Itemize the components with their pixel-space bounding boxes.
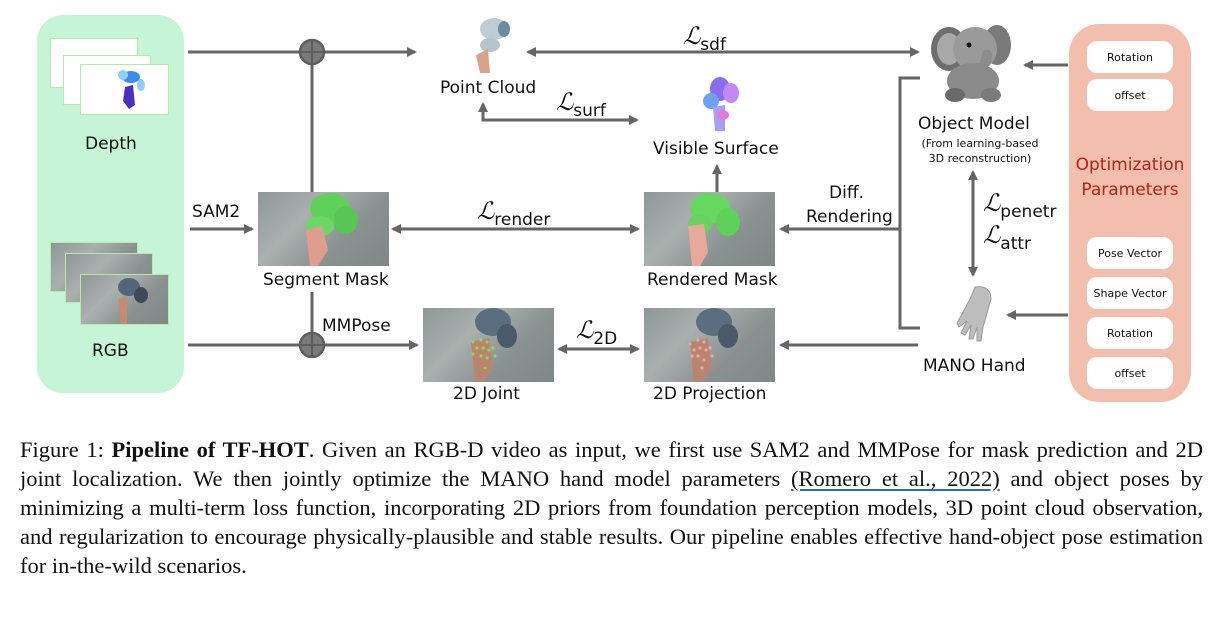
loss-render-subscript: render <box>494 210 551 230</box>
projection-points <box>688 308 738 382</box>
object-model-note-line-1: (From learning-based <box>921 137 1039 150</box>
loss-symbol: ℒ <box>983 221 1001 249</box>
mmpose-label: MMPose <box>322 316 391 336</box>
sam2-label: SAM2 <box>192 202 241 222</box>
sum-node-top <box>298 38 326 66</box>
joint-2d-label: 2D Joint <box>453 384 520 404</box>
object-param-offset: offset <box>1087 79 1173 111</box>
loss-symbol: ℒ <box>556 88 574 116</box>
sum-node-bottom <box>298 331 326 359</box>
line-diff-rendering-bracket <box>898 76 920 330</box>
caption-title: Pipeline of TF-HOT <box>111 437 309 462</box>
projection-2d-label: 2D Projection <box>653 384 767 404</box>
optimization-title: Optimization Parameters <box>1069 153 1191 203</box>
hand-param-offset: offset <box>1087 357 1173 389</box>
loss-symbol: ℒ <box>477 197 495 225</box>
caption-prefix: Figure 1: <box>20 437 112 462</box>
visible-surface-image <box>695 75 745 135</box>
caption-text-2: and object poses by minimizing a multi-t… <box>20 466 1203 578</box>
hand-param-shape-vector: Shape Vector <box>1087 277 1173 309</box>
object-model-note-line-2: 3D reconstruction) <box>928 152 1032 165</box>
object-model-image <box>925 15 1015 105</box>
depth-map-icon <box>118 70 145 109</box>
mano-hand-image <box>945 283 1005 343</box>
optimization-title-line-2: Parameters <box>1081 180 1179 200</box>
loss-penetr: ℒpenetr <box>983 189 1056 222</box>
arrow-surf <box>478 102 639 125</box>
depth-label: Depth <box>85 134 137 154</box>
mano-hand-label: MANO Hand <box>923 356 1026 376</box>
rgb-frame-3 <box>80 274 169 325</box>
loss-attr: ℒattr <box>983 221 1031 254</box>
hand-param-pose-vector: Pose Vector <box>1087 237 1173 269</box>
point-cloud-label: Point Cloud <box>440 78 537 98</box>
loss-symbol: ℒ <box>576 316 594 344</box>
optimization-title-line-1: Optimization <box>1075 155 1185 175</box>
joint-points <box>471 308 517 382</box>
loss-surf-subscript: surf <box>573 101 606 121</box>
object-model-label: Object Model <box>918 114 1030 134</box>
loss-symbol: ℒ <box>683 22 701 50</box>
loss-2d: ℒ2D <box>576 316 617 349</box>
diff-label: Diff. <box>829 183 864 203</box>
connector-layer <box>188 38 1068 359</box>
figure-caption: Figure 1: Pipeline of TF-HOT. Given an R… <box>20 435 1203 580</box>
citation-link[interactable]: (Romero et al., 2022) <box>791 466 1000 491</box>
caption-text-1: . Given an RGB-D video as input, we firs… <box>20 437 1204 491</box>
object-model-note: (From learning-based 3D reconstruction) <box>910 136 1050 166</box>
visible-surface-label: Visible Surface <box>653 139 779 159</box>
loss-surf: ℒsurf <box>556 88 606 121</box>
rgb-label: RGB <box>92 341 129 361</box>
joint-2d-image <box>423 308 554 382</box>
depth-frame-3 <box>80 64 169 115</box>
loss-2d-subscript: 2D <box>593 329 618 349</box>
loss-attr-subscript: attr <box>1000 234 1032 254</box>
segment-mask-label: Segment Mask <box>263 270 389 290</box>
loss-penetr-subscript: penetr <box>1000 202 1057 222</box>
loss-sdf: ℒsdf <box>683 22 726 55</box>
segment-mask-image <box>258 192 389 266</box>
point-cloud-image <box>466 15 516 73</box>
rendered-mask-label: Rendered Mask <box>647 270 778 290</box>
loss-sdf-subscript: sdf <box>700 35 726 55</box>
object-param-rotation: Rotation <box>1087 41 1173 73</box>
projection-2d-image <box>644 308 775 382</box>
rendering-label: Rendering <box>806 207 893 227</box>
loss-render: ℒrender <box>477 197 550 230</box>
rgb-hand-object-icon <box>118 278 148 324</box>
loss-symbol: ℒ <box>983 189 1001 217</box>
rendered-mask-image <box>644 192 775 266</box>
hand-param-rotation: Rotation <box>1087 317 1173 349</box>
